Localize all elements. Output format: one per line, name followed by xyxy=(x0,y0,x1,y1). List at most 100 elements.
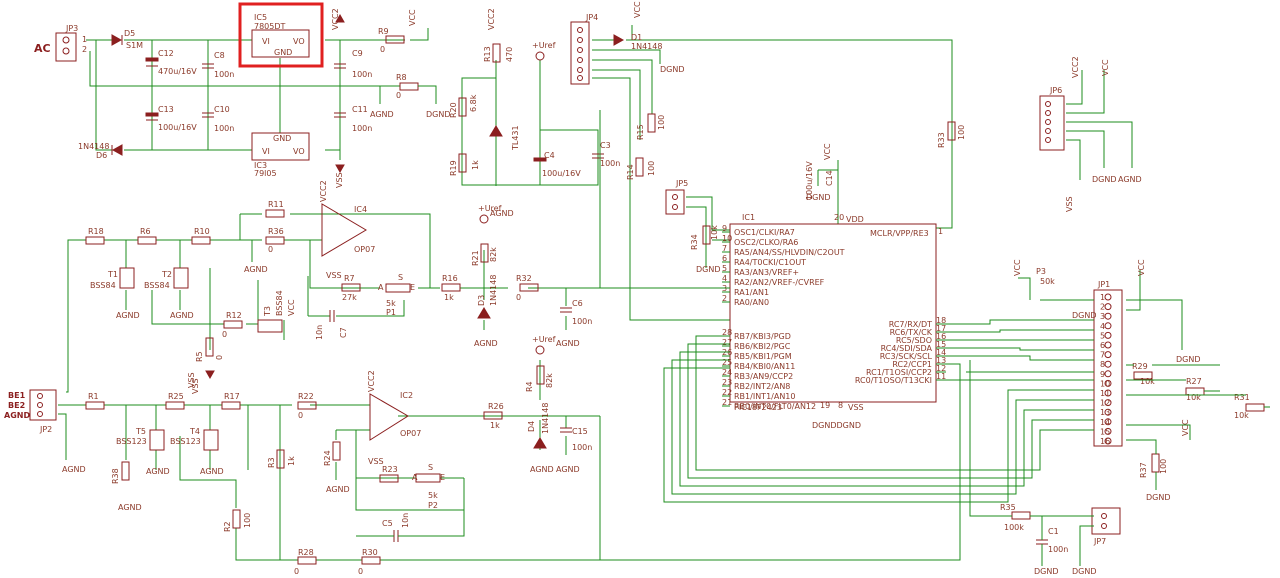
tl431-icon xyxy=(489,125,503,137)
r31-value: 10k xyxy=(1234,411,1249,420)
r32-resistor xyxy=(519,283,539,292)
vcc2-net-label-5: VCC2 xyxy=(367,370,376,392)
r26-value: 1k xyxy=(490,421,500,430)
agnd-label-9: AGND xyxy=(62,465,86,474)
c9-label: C9 xyxy=(352,49,363,58)
c6-label: C6 xyxy=(572,299,583,308)
r33-label: R33 xyxy=(937,132,946,148)
r2-resistor xyxy=(232,509,241,529)
p3-value: 50k xyxy=(1040,277,1055,286)
be2-label: BE2 xyxy=(8,401,25,410)
t3-value: BSS84 xyxy=(275,290,284,316)
r21-value: 82k xyxy=(489,247,498,262)
c12-value: 470u/16V xyxy=(158,67,197,76)
r1-label: R1 xyxy=(88,392,99,401)
vss-net-label-3: VSS xyxy=(191,378,200,394)
mcu-pin-label: RC1/T1OSI/CCP2 xyxy=(866,368,932,377)
jp3-pin2-num: 2 xyxy=(82,45,87,54)
r27-value: 10k xyxy=(1186,393,1201,402)
r29-label: R29 xyxy=(1132,362,1148,371)
vss-net-label: VSS xyxy=(335,172,344,188)
mcu-pin-number: 12 xyxy=(936,364,946,373)
r7-label: R7 xyxy=(344,274,355,283)
mcu-pin-number: 22 xyxy=(722,388,732,397)
ac-label: AC xyxy=(34,42,51,55)
c7-label: C7 xyxy=(339,327,348,338)
mcu-pin-label: RA0/AN0 xyxy=(734,298,769,307)
uref-label-2: +Uref xyxy=(478,204,502,213)
vcc2-net-label-2: VCC2 xyxy=(487,8,496,30)
jp1-pin-number: 11 xyxy=(1100,389,1110,398)
agnd-label-8: AGND xyxy=(556,339,580,348)
r23-label: R23 xyxy=(382,465,398,474)
d6-value: 1N4148 xyxy=(78,142,109,151)
d3-diode-icon xyxy=(477,307,491,319)
mcu-pin-number: 24 xyxy=(722,368,732,377)
c13-value: 100u/16V xyxy=(158,123,197,132)
r13-label: R13 xyxy=(483,46,492,62)
c14-value: 100u/16V xyxy=(805,161,814,200)
c6-value: 100n xyxy=(572,317,592,326)
c5-value: 10n xyxy=(401,513,410,528)
r16-value: 1k xyxy=(444,293,454,302)
c8-label: C8 xyxy=(214,51,225,60)
stage1-section: R18 R6 R10 R11 R36 0 AGND T1 BSS84 T2 BS… xyxy=(66,110,730,394)
d1-value: 1N4148 xyxy=(631,42,662,51)
d1-diode-icon xyxy=(613,34,625,46)
r22-label: R22 xyxy=(298,392,314,401)
highlight-box xyxy=(238,2,324,68)
r22-value: 0 xyxy=(298,411,303,420)
ic5-value: 7805DT xyxy=(254,22,286,31)
vss-net-label-4: VSS xyxy=(326,271,342,280)
agnd-label-4: AGND xyxy=(244,265,268,274)
mcu-pin-label: RA3/AN3/VREF+ xyxy=(734,268,799,277)
p1-value: 5k xyxy=(386,299,396,308)
jp1-pin-number: 9 xyxy=(1100,370,1105,379)
r22-resistor xyxy=(297,401,317,410)
vcc-net-label-4: VCC xyxy=(1101,59,1110,76)
c4-value: 100u/16V xyxy=(542,169,581,178)
c9-value: 100n xyxy=(352,70,372,79)
r37-value: 100 xyxy=(1159,459,1168,474)
t1-mosfet-icon xyxy=(119,267,135,289)
c13-label: C13 xyxy=(158,105,174,114)
r37-label: R37 xyxy=(1139,462,1148,478)
vcc2-net-label: VCC2 xyxy=(331,8,340,30)
mcu-pin-label: RC4/SDI/SDA xyxy=(881,344,933,353)
r11-resistor xyxy=(265,209,285,218)
mcu-pin-label: RC5/SDO xyxy=(896,336,932,345)
vss-net-label-6: VSS xyxy=(368,457,384,466)
vcc-net-label: VCC xyxy=(408,9,417,26)
c15-value: 100n xyxy=(572,443,592,452)
t3-label: T3 xyxy=(263,306,272,317)
p2-pin-e: E xyxy=(440,473,445,482)
jp1-pin-number: 10 xyxy=(1100,379,1110,388)
d5-value: S1M xyxy=(126,41,143,50)
agnd-label-2: AGND xyxy=(490,209,514,218)
jp1-pin xyxy=(1104,341,1112,349)
r14-label: R14 xyxy=(626,164,635,180)
mcu-pin-label: RC0/T1OSO/T13CKI xyxy=(855,376,932,385)
mcu-pin-number: 25 xyxy=(722,358,732,367)
jp1-pin-number: 12 xyxy=(1100,399,1110,408)
r4-label: R4 xyxy=(525,381,534,392)
mcu-pin-number: 17 xyxy=(936,324,946,333)
jp1-pin xyxy=(1104,322,1112,330)
d3-label: D3 xyxy=(477,295,486,306)
jp5-connector xyxy=(665,189,685,215)
c7-value: 10n xyxy=(315,325,324,340)
jp1-pin xyxy=(1104,437,1112,445)
jp7-label: JP7 xyxy=(1093,537,1106,546)
c11-label: C11 xyxy=(352,105,368,114)
p1-potentiometer xyxy=(385,283,411,293)
r38-label: R38 xyxy=(111,468,120,484)
jp1-pin-number: 16 xyxy=(1100,437,1110,446)
c11-value: 100n xyxy=(352,124,372,133)
mcu-pin-label: RB3/AN9/CCP2 xyxy=(734,372,793,381)
jp3-pin2 xyxy=(62,47,70,55)
r5-resistor xyxy=(205,337,214,357)
d5-label: D5 xyxy=(124,29,135,38)
